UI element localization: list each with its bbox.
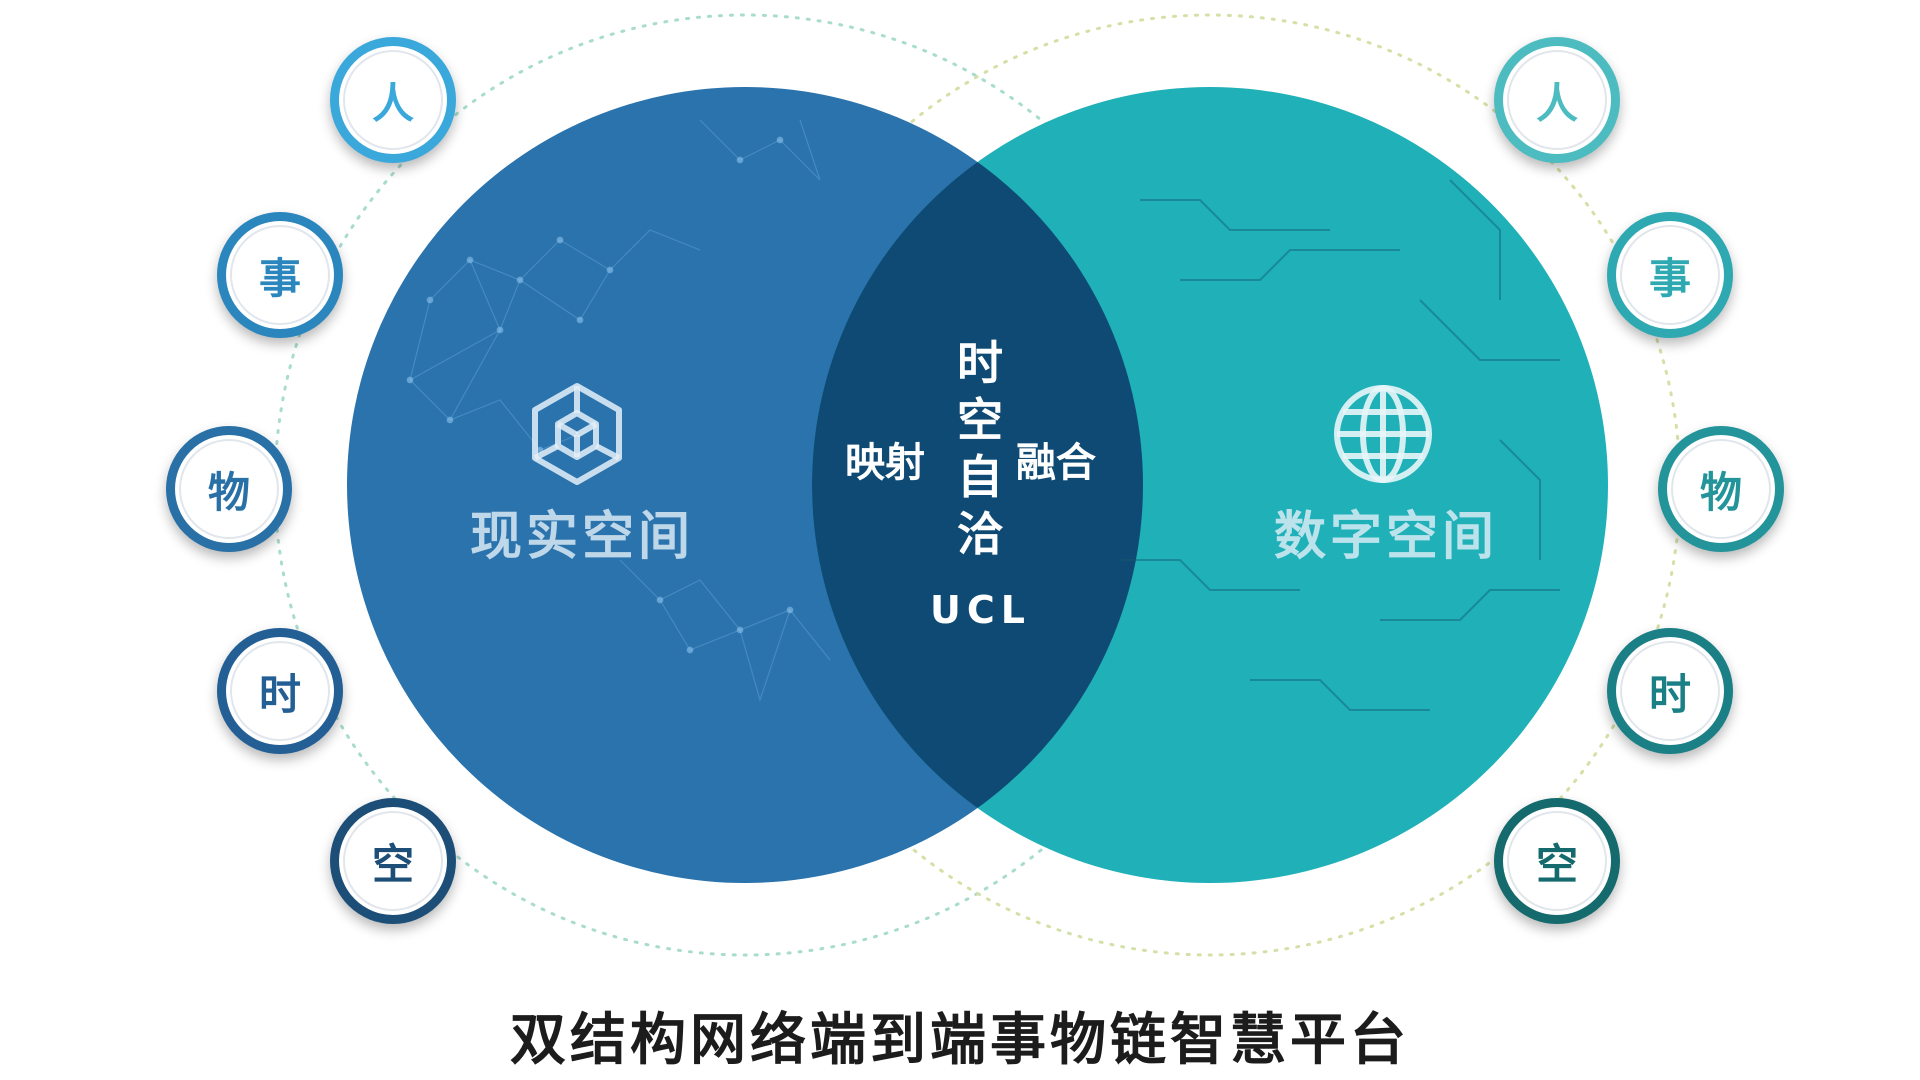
left-node-kong: 空: [330, 798, 456, 924]
platform-caption: 双结构网络端到端事物链智慧平台: [510, 1008, 1410, 1073]
left-node-ren: 人: [330, 37, 456, 163]
mapping-label: 映射: [845, 440, 925, 486]
fusion-label: 融合: [1016, 440, 1096, 486]
left-node-shijian: 时: [217, 628, 343, 754]
right-node-shi-label: 事: [1648, 253, 1691, 303]
right-node-shi: 事: [1607, 212, 1733, 338]
left-node-shijian-label: 时: [258, 669, 301, 719]
spacetime-consistency-text: 时空自洽: [957, 336, 1003, 561]
digital-space-label: 数字空间: [1274, 507, 1499, 567]
left-node-kong-label: 空: [371, 839, 414, 889]
left-node-shi: 事: [217, 212, 343, 338]
circuit-texture: [1120, 179, 1560, 711]
real-space-label: 现实空间: [470, 507, 695, 567]
left-node-wu-label: 物: [207, 467, 250, 517]
network-texture: [406, 119, 831, 703]
right-node-wu: 物: [1658, 426, 1784, 552]
right-node-ren: 人: [1494, 37, 1620, 163]
left-node-ren-label: 人: [371, 78, 414, 128]
left-node-shi-label: 事: [258, 253, 301, 303]
overlap-lens: [812, 87, 1143, 883]
right-node-kong-label: 空: [1535, 839, 1578, 889]
right-node-shijian: 时: [1607, 628, 1733, 754]
right-node-ren-label: 人: [1535, 78, 1578, 128]
left-node-wu: 物: [166, 426, 292, 552]
right-node-wu-label: 物: [1699, 467, 1742, 517]
cube-icon: [532, 383, 622, 485]
right-node-kong: 空: [1494, 798, 1620, 924]
globe-icon: [1334, 385, 1432, 483]
ucl-label: UCL: [930, 588, 1031, 632]
right-node-shijian-label: 时: [1648, 669, 1691, 719]
